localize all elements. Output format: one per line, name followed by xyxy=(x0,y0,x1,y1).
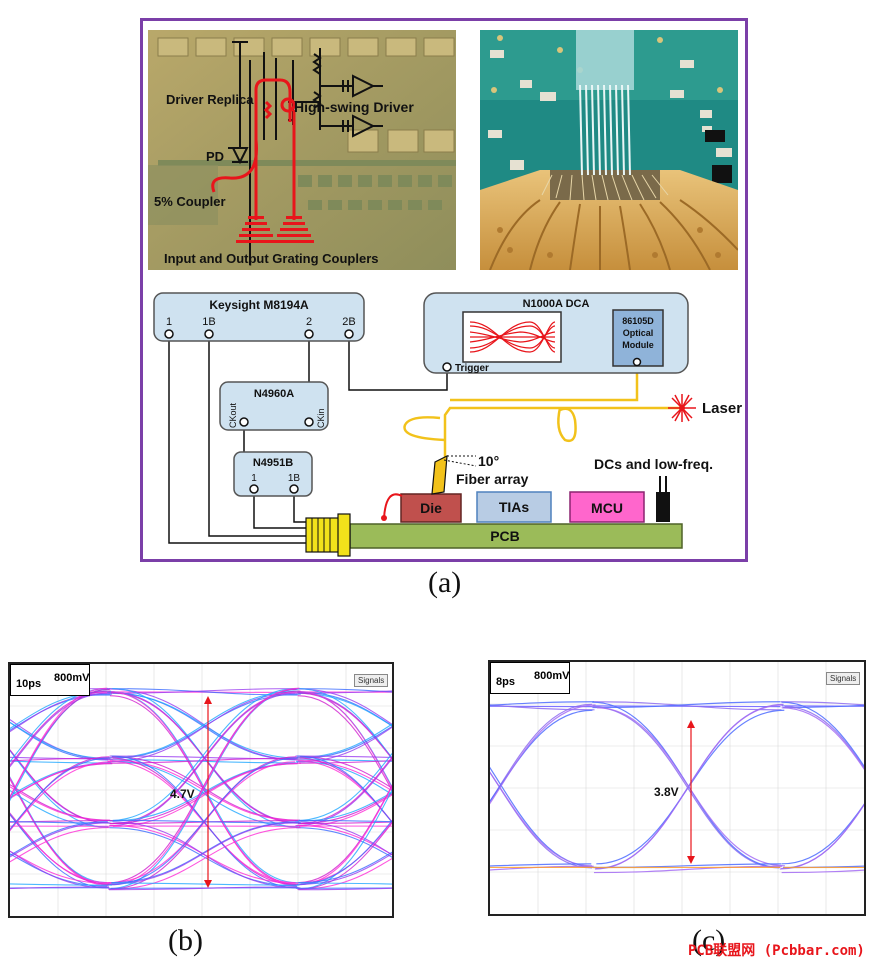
optical-module-box xyxy=(612,309,664,367)
chip-photo-drawing: Driver Replica High-swing Driver PD 5% C… xyxy=(148,30,456,270)
eye-trace-c xyxy=(490,863,864,869)
eye-trace-b xyxy=(10,759,392,764)
eye-trace-c xyxy=(490,865,864,874)
driver-replica-label: Driver Replica xyxy=(166,92,254,107)
watermark: PCB联盟网 (Pcbbar.com) xyxy=(688,943,865,959)
mcu-label: MCU xyxy=(591,500,623,516)
eye-trace-b xyxy=(10,821,392,889)
clock-box xyxy=(219,381,329,431)
tias-label: TIAs xyxy=(499,499,530,515)
eye-trace-b xyxy=(10,827,392,887)
signals-menu-b[interactable]: Signals xyxy=(354,674,389,687)
eye-trace-c xyxy=(490,704,864,870)
awg-title: Keysight M8194A xyxy=(209,298,309,312)
eye-trace-c xyxy=(490,705,864,708)
swing-label-c: 3.8V xyxy=(654,785,679,799)
eye-trace-b xyxy=(10,687,392,886)
eye-trace-b xyxy=(10,688,392,890)
scale-box-c xyxy=(490,662,570,694)
awg-box xyxy=(153,292,365,342)
volt-scale-b: 800mV xyxy=(54,672,90,684)
pcb-board xyxy=(349,523,683,549)
awg-port-1: 1 xyxy=(166,316,172,328)
awg-port-2: 2 xyxy=(306,316,312,328)
board-photo-drawing xyxy=(480,30,738,270)
ckin-label: CKin xyxy=(316,408,326,428)
setup-drawing: Laser Keysight M8194A 1 1B 2 2B N1000A D… xyxy=(153,292,742,557)
caption-a: (a) xyxy=(428,566,462,599)
dcs-label: DCs and low-freq. xyxy=(594,456,713,472)
dc-connector xyxy=(656,492,670,522)
grating-coupler-label: Input and Output Grating Couplers xyxy=(164,251,378,266)
die-box xyxy=(400,493,462,523)
amplifier-title: N4951B xyxy=(253,457,293,469)
eye-diagram-b: 4.7V 10ps 800mV Signals xyxy=(8,662,394,918)
signals-menu-c[interactable]: Signals xyxy=(826,672,861,685)
eye-b-drawing: 4.7V xyxy=(10,664,392,916)
eye-diagram-c: 3.8V 8ps 800mV Signals xyxy=(488,660,866,916)
eye-trace-b xyxy=(10,763,392,825)
chip-photo: Driver Replica High-swing Driver PD 5% C… xyxy=(148,30,456,270)
setup-schematic: Laser Keysight M8194A 1 1B 2 2B N1000A D… xyxy=(146,282,744,558)
time-scale-b: 10ps xyxy=(16,678,42,690)
eye-trace-b xyxy=(10,886,392,891)
amp-port-1b: 1B xyxy=(288,473,301,484)
pd-label: PD xyxy=(206,149,224,164)
module-line-3: Module xyxy=(622,340,654,350)
fiber-array-label: Fiber array xyxy=(456,471,529,487)
fiber-array-block xyxy=(431,454,448,495)
swing-label-b: 4.7V xyxy=(170,787,195,801)
eye-trace-b xyxy=(10,690,392,759)
eye-trace-c xyxy=(490,701,864,711)
tias-box xyxy=(476,491,552,523)
eye-trace-b xyxy=(10,762,392,827)
eye-trace-b xyxy=(10,690,392,825)
eye-trace-b xyxy=(10,692,392,763)
coupler-label: 5% Coupler xyxy=(154,194,226,209)
die-label: Die xyxy=(420,500,442,516)
eye-trace-b xyxy=(10,882,392,886)
angle-label: 10° xyxy=(478,453,499,469)
high-swing-driver-label: High-swing Driver xyxy=(294,99,414,115)
caption-c: (c) xyxy=(692,924,726,957)
module-line-1: 86105D xyxy=(622,316,654,326)
amp-port-1: 1 xyxy=(251,473,257,484)
dca-eye-icon xyxy=(469,321,556,353)
clock-title: N4960A xyxy=(254,388,294,400)
eye-trace-b xyxy=(10,692,392,827)
caption-b: (b) xyxy=(168,924,203,957)
eye-trace-b xyxy=(10,762,392,822)
module-line-2: Optical xyxy=(623,328,654,338)
eye-trace-b xyxy=(10,827,392,890)
board-photo xyxy=(480,30,738,270)
laser-label: Laser xyxy=(702,400,742,417)
scale-box-b xyxy=(10,664,90,696)
dca-title: N1000A DCA xyxy=(523,298,590,310)
trigger-label: Trigger xyxy=(455,363,489,374)
eye-trace-b xyxy=(10,821,392,884)
eye-trace-b xyxy=(10,822,392,885)
time-scale-c: 8ps xyxy=(496,676,515,688)
eye-trace-b xyxy=(10,757,392,886)
eye-trace-c xyxy=(490,701,864,709)
pcb-label: PCB xyxy=(490,528,520,544)
awg-port-1b: 1B xyxy=(202,316,215,328)
eye-c-drawing: 3.8V xyxy=(490,662,864,914)
volt-scale-c: 800mV xyxy=(534,670,570,682)
mcu-box xyxy=(569,491,645,523)
ckout-label: CKout xyxy=(228,402,238,428)
rf-connector xyxy=(305,513,351,557)
eye-trace-b xyxy=(10,687,392,822)
awg-port-2b: 2B xyxy=(342,316,355,328)
